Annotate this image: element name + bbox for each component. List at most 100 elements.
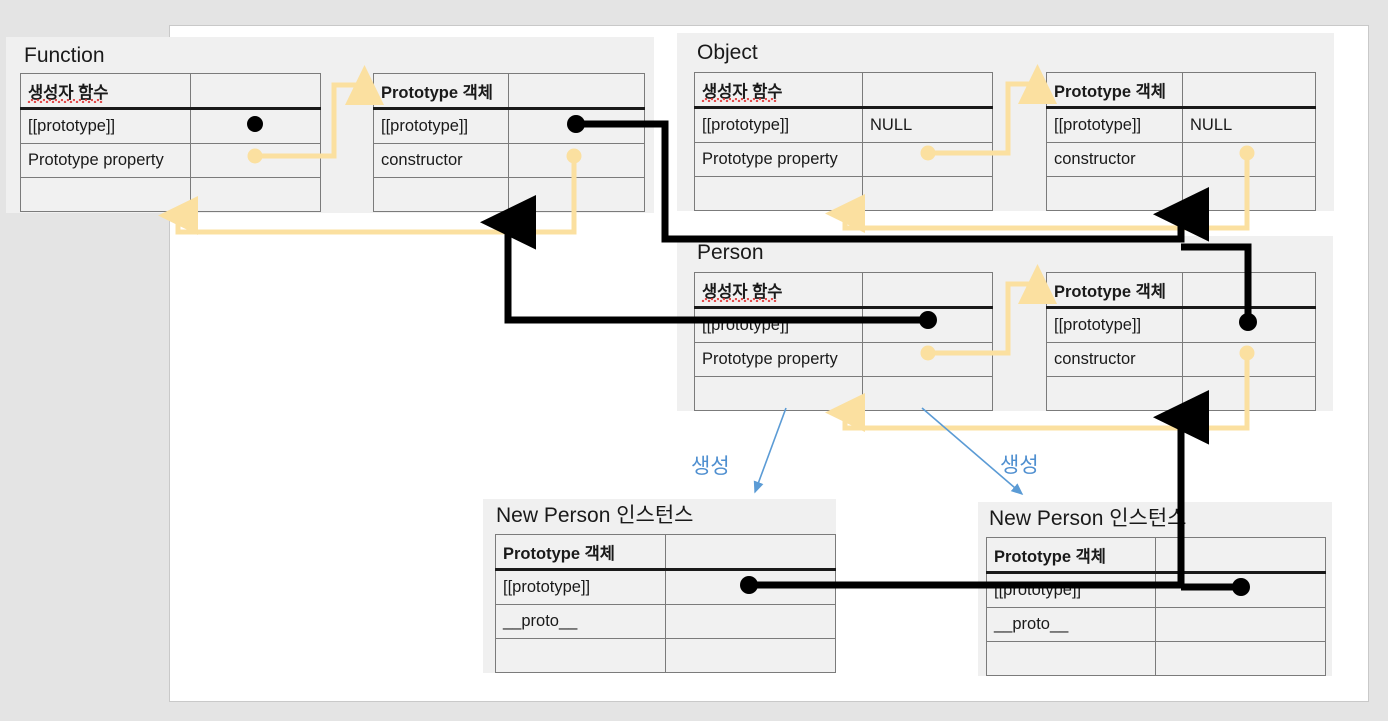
row-value bbox=[862, 342, 993, 377]
row-key bbox=[986, 641, 1156, 676]
table-row: [[prototype]] bbox=[1046, 307, 1316, 343]
table-row: [[prototype]] bbox=[373, 108, 645, 144]
row-value bbox=[190, 143, 321, 178]
row-key: Prototype property bbox=[694, 142, 863, 177]
table-header-cell: Prototype 객체 bbox=[495, 534, 666, 571]
table-header-spacer bbox=[1155, 537, 1326, 574]
table-row: Prototype property bbox=[694, 342, 993, 377]
row-key: [[prototype]] bbox=[20, 108, 191, 144]
table-row bbox=[694, 176, 993, 211]
row-key: __proto__ bbox=[495, 604, 666, 639]
row-key bbox=[495, 638, 666, 673]
row-value bbox=[190, 108, 321, 144]
table-object-prototype: Prototype 객체 [[prototype]] NULL construc… bbox=[1046, 72, 1316, 211]
row-key: [[prototype]] bbox=[694, 307, 863, 343]
row-key: constructor bbox=[1046, 142, 1183, 177]
row-value bbox=[1182, 176, 1316, 211]
table-header-spacer bbox=[1182, 272, 1316, 309]
table-row: Prototype property bbox=[694, 142, 993, 177]
row-value bbox=[665, 569, 836, 605]
row-value bbox=[190, 177, 321, 212]
row-value bbox=[1155, 607, 1326, 642]
table-person-prototype: Prototype 객체 [[prototype]] constructor bbox=[1046, 272, 1316, 411]
row-value bbox=[862, 376, 993, 411]
row-value: NULL bbox=[862, 107, 993, 143]
row-value bbox=[508, 108, 645, 144]
table-header-spacer bbox=[665, 534, 836, 571]
table-header-spacer bbox=[862, 72, 993, 109]
table-row: constructor bbox=[1046, 342, 1316, 377]
table-function-constructor: 생성자 함수 [[prototype]] Prototype property bbox=[20, 73, 321, 212]
row-key: [[prototype]] bbox=[986, 572, 1156, 608]
row-key: [[prototype]] bbox=[373, 108, 509, 144]
table-row bbox=[1046, 176, 1316, 211]
row-value bbox=[508, 177, 645, 212]
table-header-spacer bbox=[190, 73, 321, 110]
table-header-cell: Prototype 객체 bbox=[986, 537, 1156, 574]
row-key: constructor bbox=[373, 143, 509, 178]
table-row bbox=[1046, 376, 1316, 411]
row-key: [[prototype]] bbox=[1046, 307, 1183, 343]
row-value bbox=[1182, 307, 1316, 343]
table-row: 생성자 함수 bbox=[694, 72, 993, 109]
table-instance-left: Prototype 객체 [[prototype]] __proto__ bbox=[495, 534, 836, 673]
row-value: NULL bbox=[1182, 107, 1316, 143]
table-row: 생성자 함수 bbox=[694, 272, 993, 309]
table-row: Prototype 객체 bbox=[1046, 272, 1316, 309]
group-title-instance-left: New Person 인스턴스 bbox=[496, 504, 694, 527]
table-row: __proto__ bbox=[495, 604, 836, 639]
table-row: Prototype 객체 bbox=[373, 73, 645, 110]
table-header-cell: Prototype 객체 bbox=[1046, 72, 1183, 109]
row-key bbox=[1046, 176, 1183, 211]
table-header-cell: 생성자 함수 bbox=[20, 73, 191, 110]
row-key: Prototype property bbox=[20, 143, 191, 178]
table-person-constructor: 생성자 함수 [[prototype]] Prototype property bbox=[694, 272, 993, 411]
row-key: constructor bbox=[1046, 342, 1183, 377]
group-title-instance-right: New Person 인스턴스 bbox=[989, 507, 1187, 530]
row-key: [[prototype]] bbox=[694, 107, 863, 143]
table-row: [[prototype]] bbox=[20, 108, 321, 144]
table-instance-right: Prototype 객체 [[prototype]] __proto__ bbox=[986, 537, 1326, 676]
row-value bbox=[665, 638, 836, 673]
table-object-constructor: 생성자 함수 [[prototype]] NULL Prototype prop… bbox=[694, 72, 993, 211]
row-key bbox=[20, 177, 191, 212]
row-value bbox=[862, 176, 993, 211]
table-row bbox=[986, 641, 1326, 676]
table-header-spacer bbox=[508, 73, 645, 110]
table-row bbox=[495, 638, 836, 673]
table-function-prototype: Prototype 객체 [[prototype]] constructor bbox=[373, 73, 645, 212]
table-row bbox=[20, 177, 321, 212]
table-row: Prototype 객체 bbox=[1046, 72, 1316, 109]
row-key bbox=[1046, 376, 1183, 411]
group-title-function: Function bbox=[24, 44, 105, 67]
label-create-right: 생성 bbox=[1000, 454, 1039, 477]
table-row: constructor bbox=[373, 143, 645, 178]
row-value bbox=[1182, 142, 1316, 177]
label-create-left: 생성 bbox=[691, 455, 730, 478]
row-key: Prototype property bbox=[694, 342, 863, 377]
table-header-spacer bbox=[1182, 72, 1316, 109]
row-key bbox=[694, 376, 863, 411]
table-row: Prototype 객체 bbox=[495, 534, 836, 571]
table-header-cell: Prototype 객체 bbox=[1046, 272, 1183, 309]
group-title-object: Object bbox=[697, 41, 758, 64]
row-key bbox=[694, 176, 863, 211]
table-row: [[prototype]] NULL bbox=[694, 107, 993, 143]
row-key: [[prototype]] bbox=[1046, 107, 1183, 143]
table-row bbox=[373, 177, 645, 212]
group-title-person: Person bbox=[697, 241, 764, 264]
row-value bbox=[1182, 376, 1316, 411]
table-row: [[prototype]] bbox=[986, 572, 1326, 608]
table-row: Prototype property bbox=[20, 143, 321, 178]
table-row: 생성자 함수 bbox=[20, 73, 321, 110]
table-row: [[prototype]] bbox=[495, 569, 836, 605]
row-value bbox=[862, 142, 993, 177]
row-key: __proto__ bbox=[986, 607, 1156, 642]
table-row: __proto__ bbox=[986, 607, 1326, 642]
row-value bbox=[1155, 641, 1326, 676]
row-key: [[prototype]] bbox=[495, 569, 666, 605]
table-header-cell: Prototype 객체 bbox=[373, 73, 509, 110]
row-value bbox=[862, 307, 993, 343]
table-header-spacer bbox=[862, 272, 993, 309]
